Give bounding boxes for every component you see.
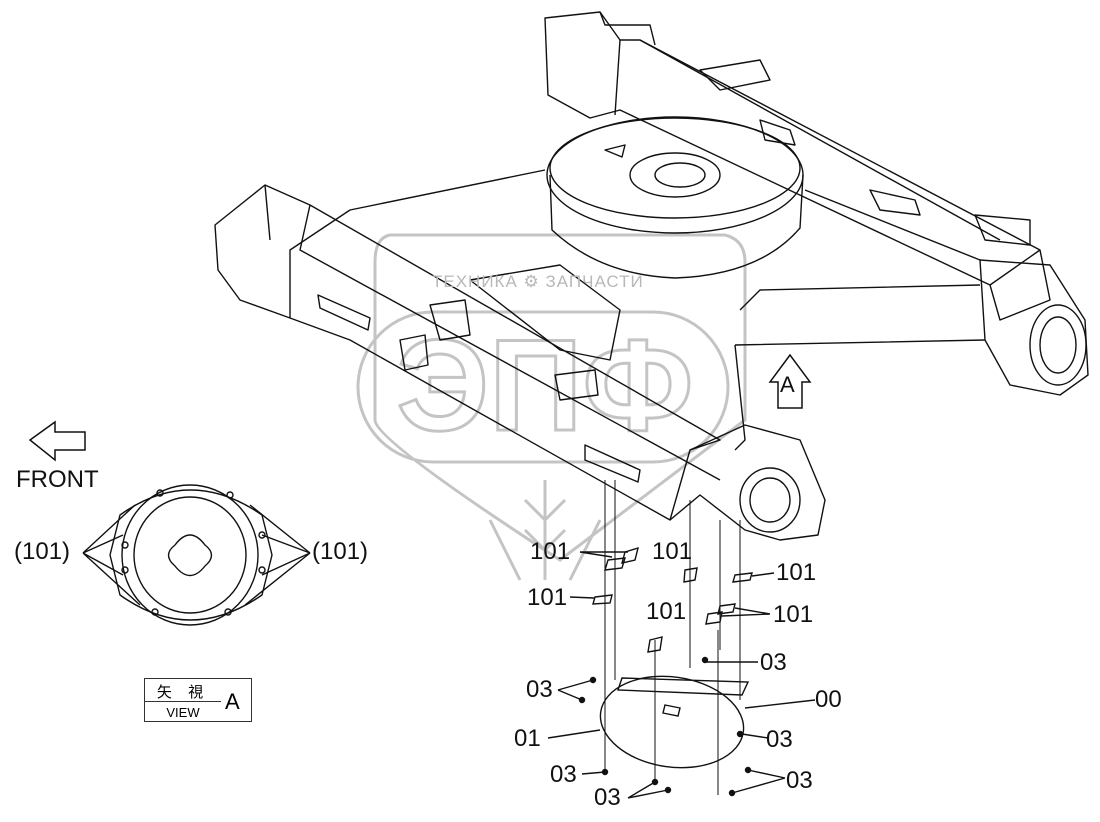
watermark-text: ТЕХНИКА ⚙ ЗАПЧАСТИ <box>432 272 644 291</box>
part-label-101: 101 <box>527 584 568 611</box>
front-arrow-icon <box>28 420 86 462</box>
part-label-101: 101 <box>652 538 693 565</box>
part-label-03: 03 <box>526 676 553 703</box>
part-label-101-left: (101) <box>14 538 71 565</box>
view-arrow-letter: A <box>780 372 795 397</box>
view-a-detail <box>82 484 311 626</box>
view-a-arrow <box>768 353 812 409</box>
view-box-english: VIEW <box>166 705 200 720</box>
part-label-03: 03 <box>766 726 793 753</box>
part-label-101: 101 <box>530 538 571 565</box>
part-label-101: 101 <box>773 601 814 628</box>
part-label-03: 03 <box>550 761 577 788</box>
part-label-00: 00 <box>815 686 842 713</box>
part-label-01: 01 <box>514 725 541 752</box>
part-label-101: 101 <box>646 598 687 625</box>
view-box-divider <box>145 701 221 702</box>
watermark-emblem-letters: ЭПФ <box>397 312 694 458</box>
part-label-03: 03 <box>760 649 787 676</box>
watermark-emblem: ЭПФ <box>356 233 747 581</box>
part-label-03: 03 <box>594 784 621 811</box>
view-box-letter: A <box>225 689 240 714</box>
view-a-box: 矢 視 VIEW A <box>144 678 252 722</box>
front-label: FRONT <box>16 466 99 493</box>
part-label-101: 101 <box>776 559 817 586</box>
bottom-cover-plate <box>547 480 816 799</box>
view-box-japanese: 矢 視 <box>156 684 210 701</box>
part-label-101-right: (101) <box>312 538 369 565</box>
track-frame <box>214 11 1089 541</box>
part-label-03: 03 <box>786 767 813 794</box>
